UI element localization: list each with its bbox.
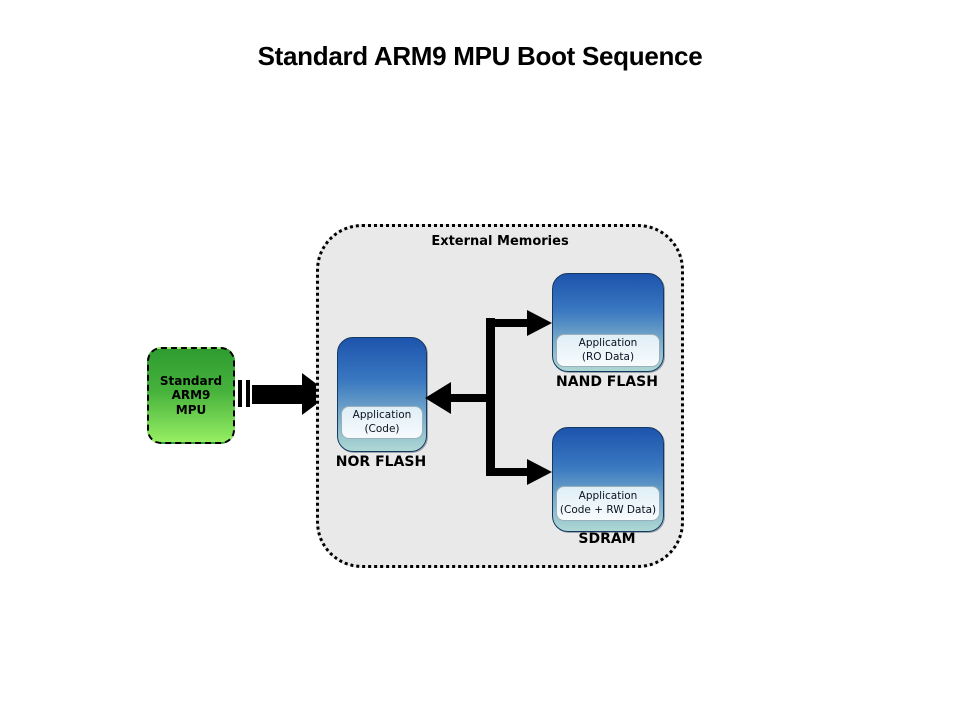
sdram-content: Application (Code + RW Data) (556, 486, 660, 521)
mpu-box: Standard ARM9 MPU (147, 347, 235, 444)
sdram-content-line1: Application (578, 489, 638, 502)
nor-flash-box: Application (Code) (337, 337, 427, 452)
bus-bar-icon (238, 380, 242, 407)
external-memories-label: External Memories (431, 234, 569, 249)
nor-content-line1: Application (352, 408, 412, 421)
nand-flash-content: Application (RO Data) (556, 334, 660, 367)
bus-bar-icon (246, 380, 250, 407)
sdram-content-line2: (Code + RW Data) (559, 503, 657, 516)
nand-content-line2: (RO Data) (581, 350, 635, 363)
nand-content-line1: Application (578, 336, 638, 349)
mpu-label: Standard ARM9 MPU (159, 373, 223, 417)
page-title: Standard ARM9 MPU Boot Sequence (257, 41, 703, 71)
nand-flash-label: NAND FLASH (556, 374, 658, 390)
connector-to-sdram-shaft (490, 468, 528, 476)
nand-flash-box: Application (RO Data) (552, 273, 664, 372)
arrow-mpu-to-nor-shaft (252, 385, 303, 404)
nor-content-line2: (Code) (364, 422, 400, 435)
nor-flash-content: Application (Code) (341, 406, 423, 439)
arrow-to-sdram-head-icon (527, 459, 552, 485)
sdram-box: Application (Code + RW Data) (552, 427, 664, 532)
connector-to-nor-shaft (449, 394, 495, 402)
arrow-to-nand-head-icon (527, 310, 552, 336)
connector-to-nand-shaft (490, 319, 528, 327)
arrow-to-nor-head-icon (425, 382, 451, 414)
nor-flash-label: NOR FLASH (335, 454, 427, 470)
sdram-label: SDRAM (578, 531, 636, 547)
